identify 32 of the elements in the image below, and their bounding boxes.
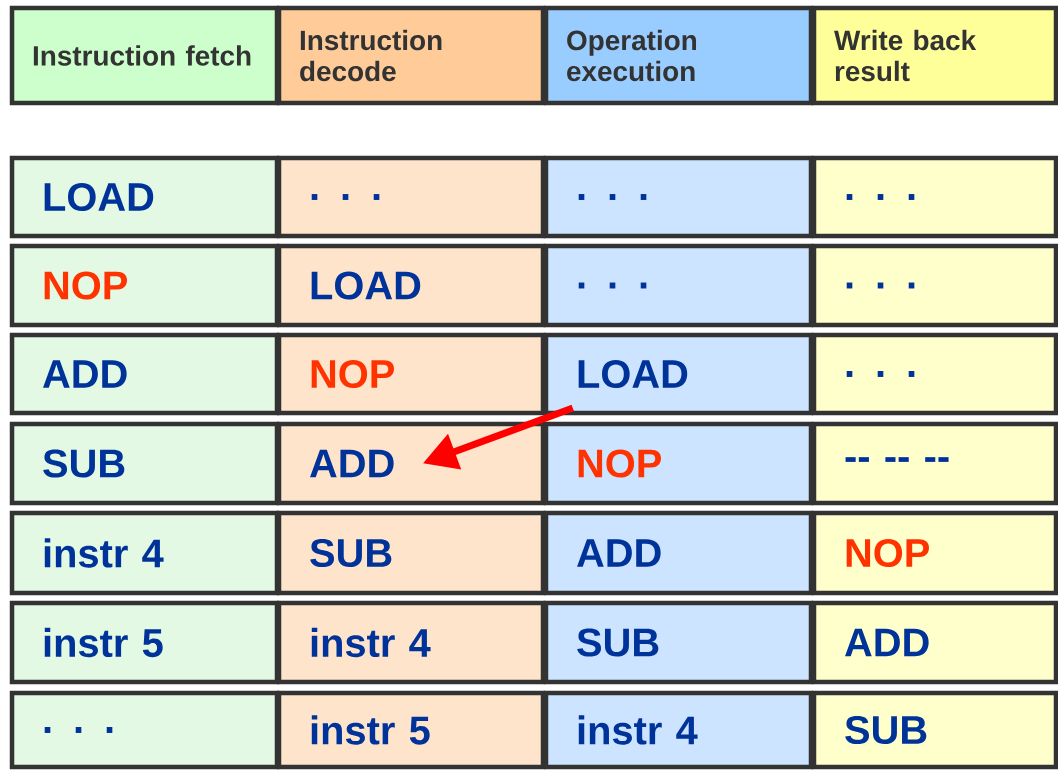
- pipeline-cell: NOP: [811, 510, 1058, 596]
- pipeline-cell: . . .: [543, 243, 814, 328]
- pipeline-cell: instr 5: [276, 690, 546, 770]
- pipeline-cell: ADD: [276, 421, 546, 506]
- pipeline-cell: . . .: [811, 243, 1058, 328]
- header-cell: Instruction fetch: [9, 5, 280, 106]
- pipeline-cell: ADD: [811, 600, 1058, 685]
- header-cell: Write back result: [811, 5, 1058, 106]
- pipeline-cell: . . .: [9, 690, 280, 770]
- header-cell: Operation execution: [543, 5, 814, 106]
- pipeline-cell: . . .: [811, 332, 1058, 416]
- pipeline-cell: NOP: [543, 421, 814, 506]
- header-cell: Instruction decode: [276, 5, 546, 106]
- pipeline-cell: ADD: [543, 510, 814, 596]
- pipeline-cell: SUB: [9, 421, 280, 506]
- pipeline-cell: LOAD: [543, 332, 814, 416]
- pipeline-cell: instr 5: [9, 600, 280, 685]
- pipeline-cell: NOP: [9, 243, 280, 328]
- pipeline-cell: NOP: [276, 332, 546, 416]
- pipeline-cell: instr 4: [543, 690, 814, 770]
- pipeline-cell: SUB: [276, 510, 546, 596]
- pipeline-cell: instr 4: [9, 510, 280, 596]
- pipeline-cell: LOAD: [276, 243, 546, 328]
- pipeline-cell: SUB: [811, 690, 1058, 770]
- pipeline-cell: . . .: [811, 155, 1058, 239]
- pipeline-cell: . . .: [543, 155, 814, 239]
- pipeline-cell: ADD: [9, 332, 280, 416]
- pipeline-cell: instr 4: [276, 600, 546, 685]
- pipeline-cell: . . .: [276, 155, 546, 239]
- pipeline-cell: LOAD: [9, 155, 280, 239]
- pipeline-cell: -- -- --: [811, 421, 1058, 506]
- pipeline-cell: SUB: [543, 600, 814, 685]
